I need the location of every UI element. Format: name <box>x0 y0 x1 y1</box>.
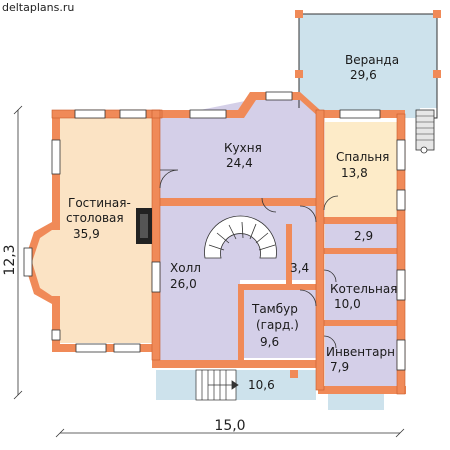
vestibule-name-2: (гард.) <box>256 318 299 332</box>
vestibule-area-label: 9,6 <box>260 335 279 349</box>
entry-arrow <box>208 380 239 390</box>
kitchen-area-label: 24,4 <box>226 156 253 170</box>
room-fills <box>30 14 437 410</box>
dimension-height: 12,3 <box>2 244 18 275</box>
living-name-2: столовая <box>66 211 124 225</box>
boiler-area-label: 10,0 <box>334 297 361 311</box>
spiral-stair <box>204 215 277 259</box>
porch-area-label: 10,6 <box>248 378 275 392</box>
veranda-stair <box>415 109 435 154</box>
site-label: deltaplans.ru <box>2 1 74 14</box>
bedroom-name: Спальня <box>336 150 389 164</box>
doors <box>159 169 339 349</box>
stairhall-area-label: 3,4 <box>290 261 309 275</box>
living-area-label: 35,9 <box>73 227 100 241</box>
vestibule-name: Тамбур <box>251 302 298 316</box>
dimension-width: 15,0 <box>214 418 245 434</box>
small-area-label: 2,9 <box>354 229 373 243</box>
kitchen-name: Кухня <box>224 141 262 155</box>
veranda-area-label: 29,6 <box>350 68 377 82</box>
wall-edges <box>51 109 406 395</box>
fireplace-inner <box>140 214 148 238</box>
bedroom-area <box>325 122 397 217</box>
dimension-lines <box>13 105 405 438</box>
windows <box>23 91 406 371</box>
storage-area-label: 7,9 <box>330 360 349 374</box>
room-labels: Веранда 29,6 Кухня 24,4 Спальня 13,8 Гос… <box>66 53 399 392</box>
storage-area <box>325 326 397 388</box>
boiler-area <box>325 254 397 320</box>
veranda-name: Веранда <box>345 53 399 67</box>
storage-name: Инвентарн <box>326 345 395 359</box>
hall-area-label: 26,0 <box>170 277 197 291</box>
veranda-posts <box>295 10 441 78</box>
storage-porch-area <box>328 392 384 410</box>
vestibule-area <box>244 290 320 358</box>
kitchen-bay-area <box>160 100 320 200</box>
boiler-name: Котельная <box>330 282 397 296</box>
small-area <box>325 224 397 248</box>
hall-name: Холл <box>170 261 201 275</box>
porch-post <box>290 370 298 378</box>
bedroom-area-label: 13,8 <box>341 166 368 180</box>
living-name: Гостиная- <box>68 196 131 210</box>
veranda-area <box>299 14 437 108</box>
